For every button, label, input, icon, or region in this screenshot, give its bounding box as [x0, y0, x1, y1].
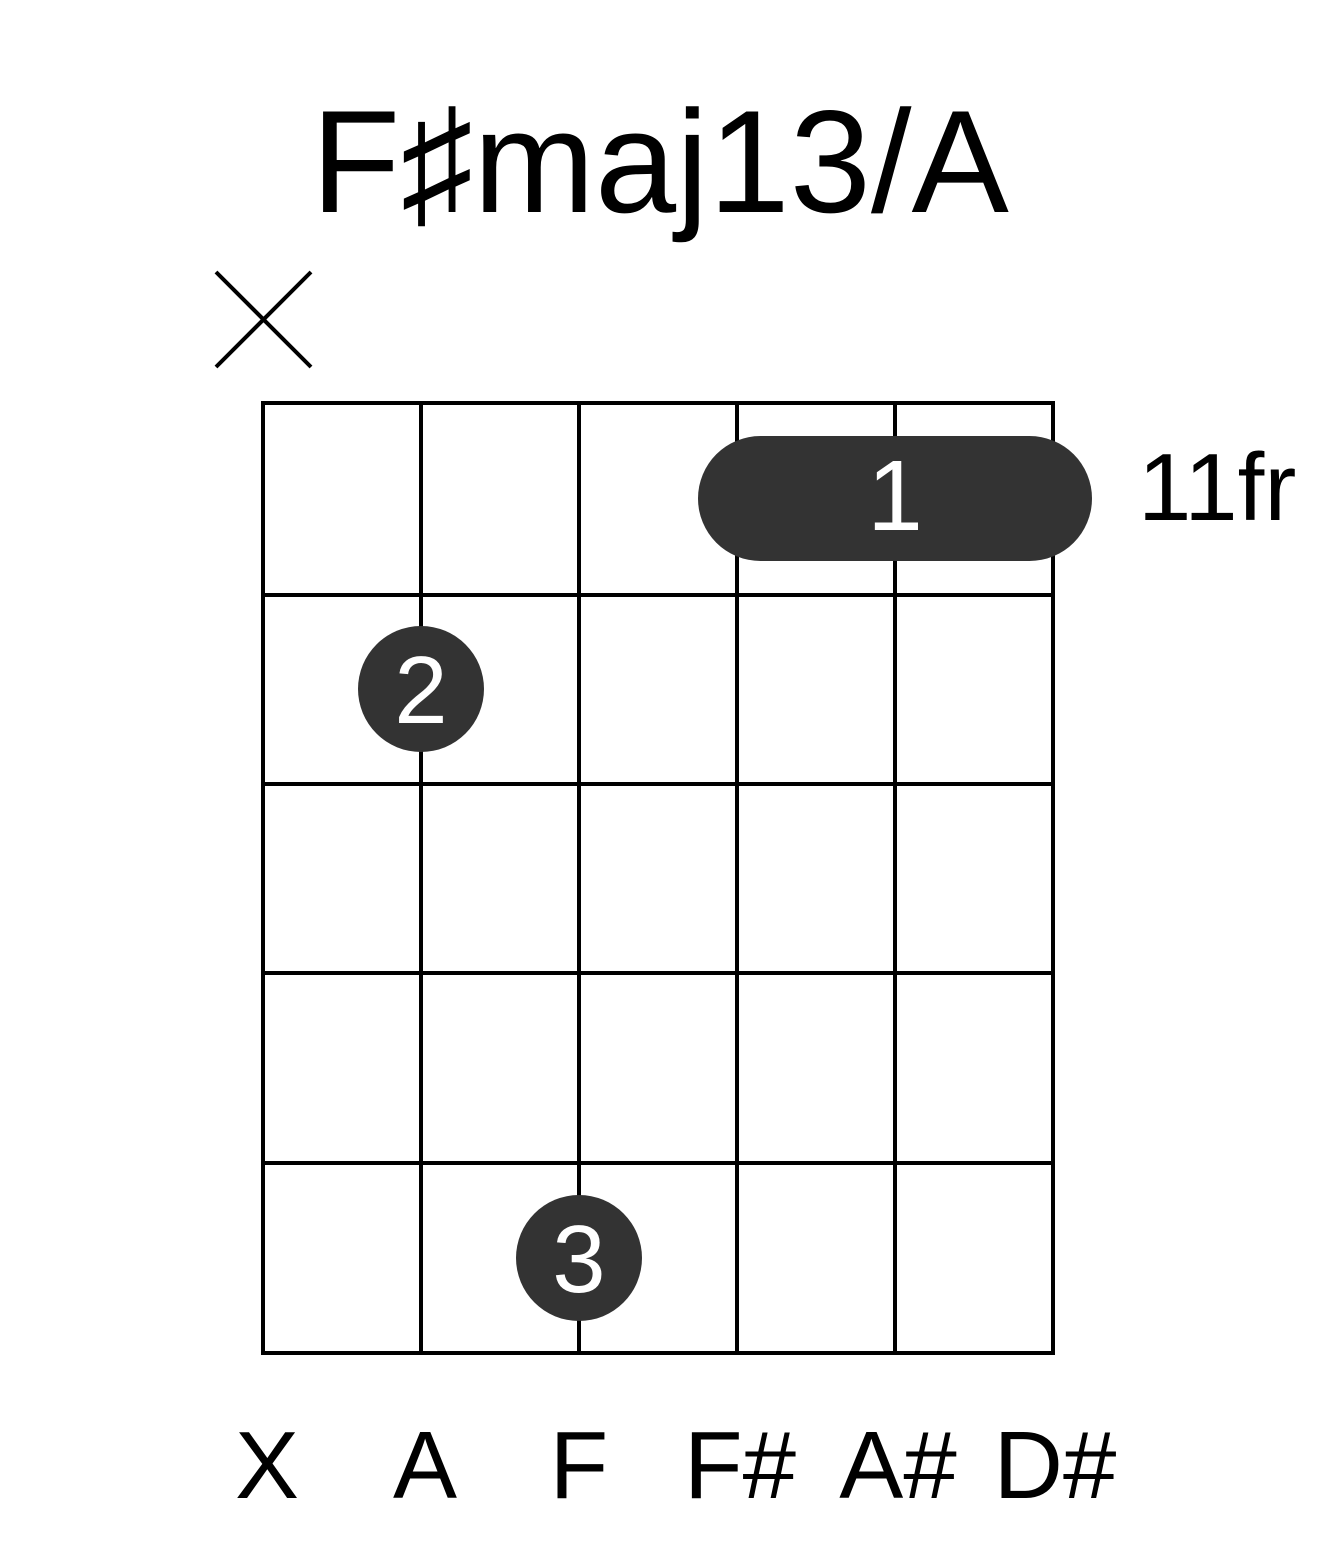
fretboard	[261, 401, 1055, 1355]
fretboard-frame	[261, 401, 1055, 1355]
chord-title: F♯maj13/A	[311, 80, 1009, 243]
barre-finger-label: 1	[867, 440, 923, 552]
string-note-label: F	[550, 1412, 609, 1519]
fret-position-label: 11fr	[1138, 434, 1296, 541]
finger-dot: 3	[516, 1195, 642, 1321]
string-notes: X A F F# A# D#	[235, 1412, 1116, 1519]
string-note-label: X	[235, 1412, 299, 1519]
barre-bar	[698, 436, 1092, 561]
string-note-label: A#	[839, 1412, 956, 1519]
finger-dot-circle	[358, 626, 484, 752]
string-note-label: F#	[684, 1412, 796, 1519]
finger-dot-label: 2	[394, 637, 447, 744]
barre: 1	[698, 436, 1092, 561]
finger-dot-label: 3	[552, 1206, 605, 1313]
finger-dot: 2	[358, 626, 484, 752]
string-note-label: D#	[994, 1412, 1117, 1519]
finger-dot-circle	[516, 1195, 642, 1321]
string-note-label: A	[393, 1412, 457, 1519]
muted-string-icon	[214, 270, 313, 369]
